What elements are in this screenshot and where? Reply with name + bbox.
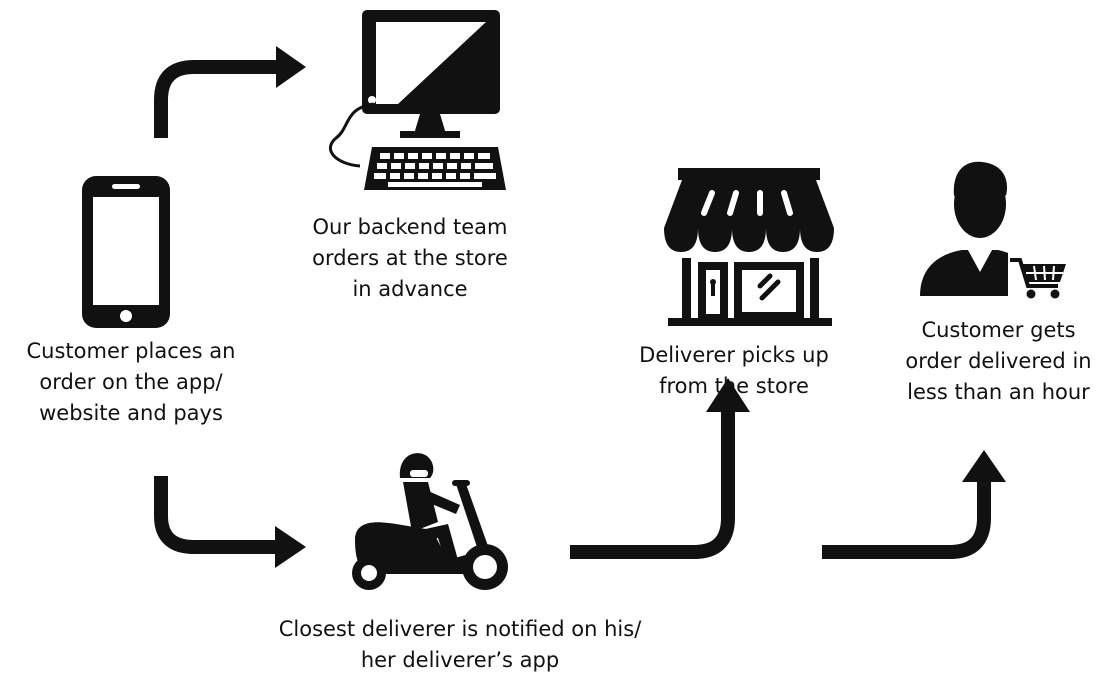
arrow-to-customer — [822, 450, 1006, 559]
scooter-rider-icon — [352, 453, 508, 590]
smartphone-icon — [82, 176, 170, 328]
delivered-step-label: Customer gets order delivered in less th… — [905, 318, 1092, 404]
desktop-computer-icon — [328, 10, 506, 190]
store-step-label: Deliverer picks up from the store — [639, 343, 829, 398]
arrow-to-store — [570, 378, 750, 559]
arrow-to-deliverer — [154, 476, 306, 568]
backend-step-label: Our backend team orders at the store in … — [312, 215, 508, 301]
shopping-cart-icon — [1008, 252, 1066, 299]
customer-with-cart-icon — [920, 161, 1066, 299]
customer-step-label: Customer places an order on the app/ web… — [26, 339, 236, 425]
arrow-to-backend — [154, 46, 306, 138]
storefront-icon — [664, 168, 834, 326]
keyboard-icon — [364, 147, 506, 190]
deliverer-step-label: Closest deliverer is notified on his/ he… — [278, 617, 642, 672]
